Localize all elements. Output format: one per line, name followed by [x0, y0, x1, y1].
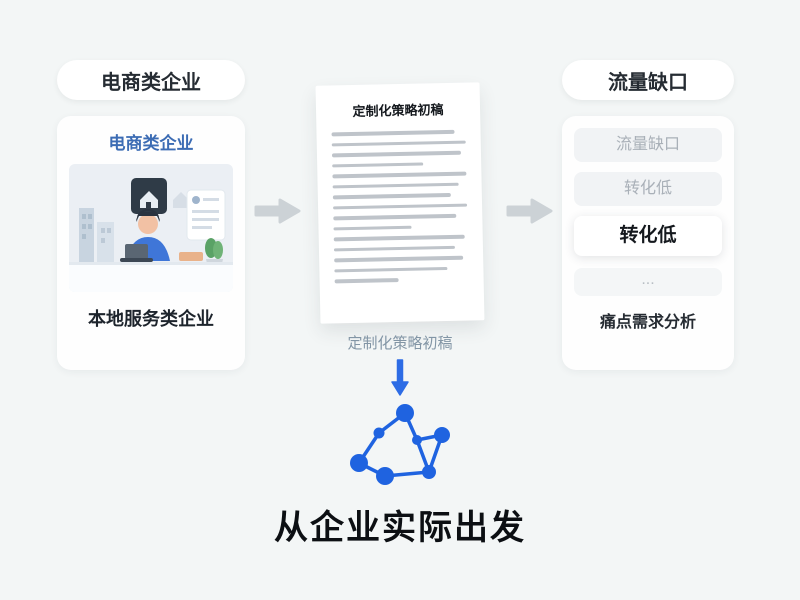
document-caption: 定制化策略初稿 — [347, 335, 453, 352]
list-item: 转化低 — [574, 172, 722, 206]
document-title: 定制化策略初稿 — [352, 102, 444, 119]
left-card-title: 电商类企业 — [108, 134, 194, 153]
strategy-document: 定制化策略初稿 — [315, 82, 485, 324]
network-graph-icon — [350, 404, 450, 485]
list-item: 流量缺口 — [574, 128, 722, 162]
arrow-right-icon — [506, 198, 553, 224]
left-pill: 电商类企业 — [57, 60, 245, 100]
arrow-right-icon — [254, 198, 301, 224]
right-pill: 流量缺口 — [562, 60, 734, 100]
document-text-lines — [331, 129, 469, 283]
list-item-more: ... — [574, 268, 722, 296]
right-pill-label: 流量缺口 — [608, 71, 688, 94]
office-illustration — [69, 164, 233, 292]
arrow-down-icon — [391, 359, 409, 396]
right-card-caption: 痛点需求分析 — [599, 314, 696, 331]
left-pill-label: 电商类企业 — [101, 71, 201, 94]
headline: 从企业实际出发 — [274, 509, 526, 547]
office-worker-illustration-svg — [69, 164, 233, 292]
pain-point-list: 流量缺口 转化低 转化低 ... — [562, 116, 734, 296]
left-card-caption: 本地服务类企业 — [88, 309, 214, 329]
right-card: 流量缺口 转化低 转化低 ... 痛点需求分析 — [562, 116, 734, 370]
left-card: 电商类企业 — [57, 116, 245, 370]
list-item-selected: 转化低 — [574, 216, 722, 256]
